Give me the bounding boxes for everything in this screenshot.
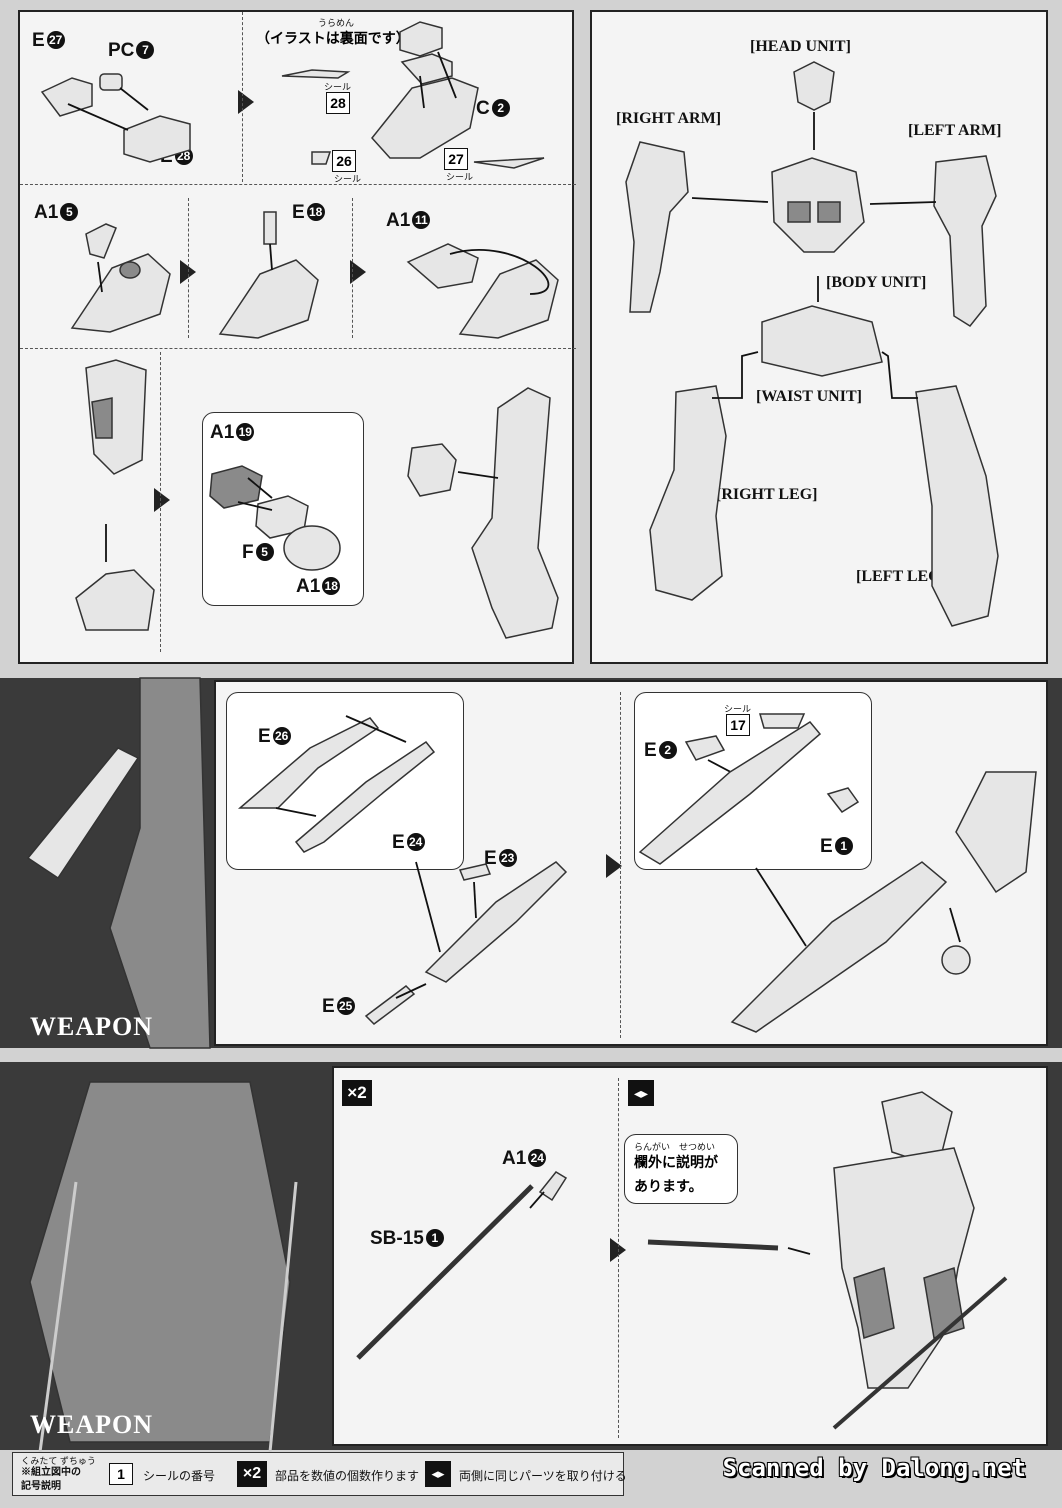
- weapon1-illustration-a: [237, 715, 568, 1025]
- unit-layout-illustration: [625, 61, 999, 627]
- divider: [160, 352, 162, 652]
- weapon2-illustration-a: [356, 1171, 568, 1360]
- seal-word: シール: [724, 704, 752, 714]
- weapon-section-label-2: WEAPON: [30, 1410, 153, 1439]
- divider: [20, 348, 576, 350]
- scan-watermark: Scanned by Dalong.net: [722, 1454, 1026, 1482]
- legend-seal-text: シールの番号: [143, 1469, 216, 1483]
- right-arm-label: [RIGHT ARM]: [616, 110, 722, 127]
- divider: [618, 1078, 620, 1438]
- legend-mult-badge: ×2: [237, 1461, 267, 1487]
- legend-title-line-2: 記号説明: [21, 1481, 61, 1492]
- left-leg-label: [LEFT LEG]: [856, 568, 946, 585]
- note-line-1: 欄外に説明が: [634, 1154, 718, 1170]
- seal-26: 26: [332, 150, 356, 172]
- step4-illustration: [75, 359, 559, 639]
- legend-title-line-1: ※組立図中の: [21, 1467, 81, 1478]
- legend-both-text: 両側に同じパーツを取り付ける: [459, 1469, 627, 1483]
- weapon1-illustration-b: [638, 713, 1037, 1033]
- note-bubble: [624, 1134, 738, 1204]
- note-line-2: あります。: [634, 1178, 703, 1194]
- seal-27: 27: [444, 148, 468, 170]
- multiplier-badge: ×2: [342, 1080, 372, 1106]
- weapon-model-1: [26, 677, 211, 1049]
- step-arrow: [350, 260, 366, 284]
- seal-17: 17: [726, 714, 750, 736]
- note-ruby: らんがい せつめい: [634, 1142, 716, 1152]
- head-unit-label: [HEAD UNIT]: [750, 38, 851, 55]
- assembly-panel-1: E27 PC7 E28 うらめん （イラストは裏面です） シール 28 26 シ…: [18, 10, 576, 664]
- weapon-model-2: [29, 1081, 298, 1453]
- seal-word: シール: [446, 172, 474, 182]
- ruby-note: うらめん: [318, 18, 355, 28]
- legend-both-icon: ◂▸: [425, 1461, 451, 1487]
- legend-ruby: くみたて ずちゅう: [21, 1456, 96, 1466]
- seal-word: シール: [334, 174, 362, 184]
- step2-illustration: [281, 21, 545, 169]
- step-arrow: [154, 488, 170, 512]
- step1-illustration: [40, 73, 191, 163]
- weapon-section-label-1: WEAPON: [30, 1012, 153, 1041]
- divider: [20, 184, 576, 186]
- divider: [620, 692, 622, 1038]
- weapon2-illustration-b: [647, 1091, 1008, 1430]
- divider: [188, 198, 190, 338]
- legend-mult-text: 部品を数値の個数作ります: [275, 1469, 420, 1483]
- legend-seal-box: 1: [109, 1463, 133, 1485]
- right-leg-label: [RIGHT LEG]: [716, 486, 818, 503]
- step3-illustration: [70, 211, 559, 339]
- left-arm-label: [LEFT ARM]: [908, 122, 1002, 139]
- step4-detail: [209, 465, 341, 571]
- illustration-note: （イラストは裏面です）: [256, 30, 410, 46]
- symbol-legend: くみたて ずちゅう ※組立図中の 記号説明 1 シールの番号 ×2 部品を数値の…: [12, 1452, 627, 1496]
- body-unit-label: [BODY UNIT]: [826, 274, 927, 291]
- waist-unit-label: [WAIST UNIT]: [756, 388, 862, 405]
- unit-layout-panel: [HEAD UNIT] [RIGHT ARM] [LEFT ARM] [BODY…: [590, 10, 1048, 664]
- both-sides-icon: ◂▸: [628, 1080, 654, 1106]
- seal-word: シール: [324, 82, 352, 92]
- divider: [352, 198, 354, 338]
- divider: [242, 12, 244, 182]
- seal-28: 28: [326, 92, 350, 114]
- step-arrow: [606, 854, 622, 878]
